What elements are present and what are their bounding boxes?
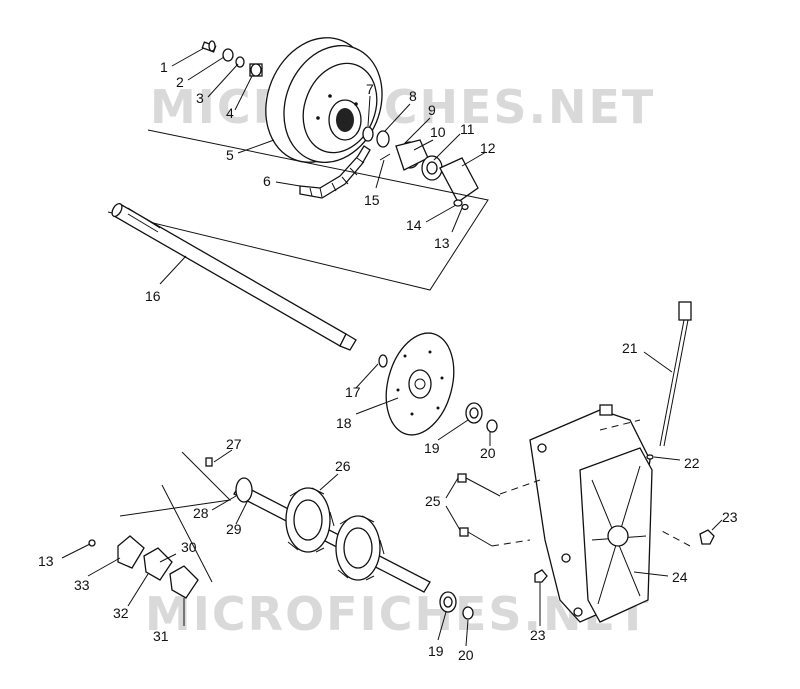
ring-part [486, 419, 498, 433]
callout-28: 28 [193, 505, 209, 521]
callout-19-lower: 19 [428, 643, 444, 659]
screw-part [379, 153, 391, 161]
callout-27: 27 [226, 436, 242, 452]
nut-part [88, 539, 96, 547]
chaincase-housing-part [529, 404, 653, 623]
callout-20: 20 [480, 445, 496, 461]
callout-31: 31 [153, 628, 169, 644]
bolt-part [201, 40, 217, 53]
nut-part [699, 529, 715, 545]
spacer-part [249, 63, 263, 77]
group-bracket [107, 129, 489, 291]
flange-part [143, 547, 173, 581]
callout-12: 12 [480, 140, 496, 156]
leader-lines [61, 47, 723, 647]
washer-part [376, 130, 390, 148]
callout-6: 6 [263, 173, 271, 189]
callout-15: 15 [364, 192, 380, 208]
bolt-part [205, 457, 213, 467]
callout-10: 10 [430, 124, 446, 140]
track-shaft-part [233, 477, 431, 593]
callout-13: 13 [434, 235, 450, 251]
bearing-part [465, 402, 483, 424]
flange-part [439, 157, 479, 203]
dipstick-part [659, 301, 692, 447]
callout-9: 9 [428, 102, 436, 118]
watermark-top: MICROFICHES.NET [150, 80, 655, 134]
nut-part [453, 199, 463, 207]
bolt-part [457, 473, 501, 547]
callout-13-lower: 13 [38, 553, 54, 569]
sprocket-part [285, 487, 335, 553]
callout-18: 18 [336, 415, 352, 431]
washer-part [222, 48, 234, 62]
brake-disc-part [385, 332, 455, 436]
drive-pulley-part [265, 37, 383, 164]
screw-part [646, 454, 654, 460]
nut-part [461, 203, 469, 211]
callout-7: 7 [366, 81, 374, 97]
callout-8: 8 [409, 88, 417, 104]
callout-19: 19 [424, 440, 440, 456]
callout-17: 17 [345, 384, 361, 400]
washer-part [362, 126, 374, 142]
callout-25: 25 [425, 493, 441, 509]
callout-14: 14 [406, 217, 422, 233]
bearing-part [421, 155, 443, 181]
callout-23-lower: 23 [530, 627, 546, 643]
callout-11: 11 [460, 121, 475, 137]
callout-4: 4 [226, 105, 234, 121]
sprocket-part [335, 515, 385, 581]
group-bracket [119, 451, 232, 583]
callout-20-lower: 20 [458, 647, 474, 663]
ring-part [378, 354, 388, 368]
callout-1: 1 [160, 59, 168, 75]
callout-16: 16 [145, 288, 161, 304]
nut-part [534, 569, 548, 583]
callout-26: 26 [335, 458, 351, 474]
callout-5: 5 [226, 147, 234, 163]
flange-part [169, 565, 199, 599]
callout-33: 33 [74, 577, 90, 593]
drive-shaft-part [111, 202, 357, 351]
callout-2: 2 [176, 74, 184, 90]
callout-23: 23 [722, 509, 738, 525]
flange-part [117, 535, 145, 569]
bearing-part [439, 591, 457, 613]
callout-32: 32 [113, 605, 129, 621]
chain-part [299, 145, 371, 199]
callout-3: 3 [196, 90, 204, 106]
ring-part [462, 606, 474, 620]
callout-29: 29 [226, 521, 242, 537]
callout-30: 30 [181, 539, 197, 555]
callout-24: 24 [672, 569, 688, 585]
callout-22: 22 [684, 455, 700, 471]
callout-21: 21 [622, 340, 638, 356]
